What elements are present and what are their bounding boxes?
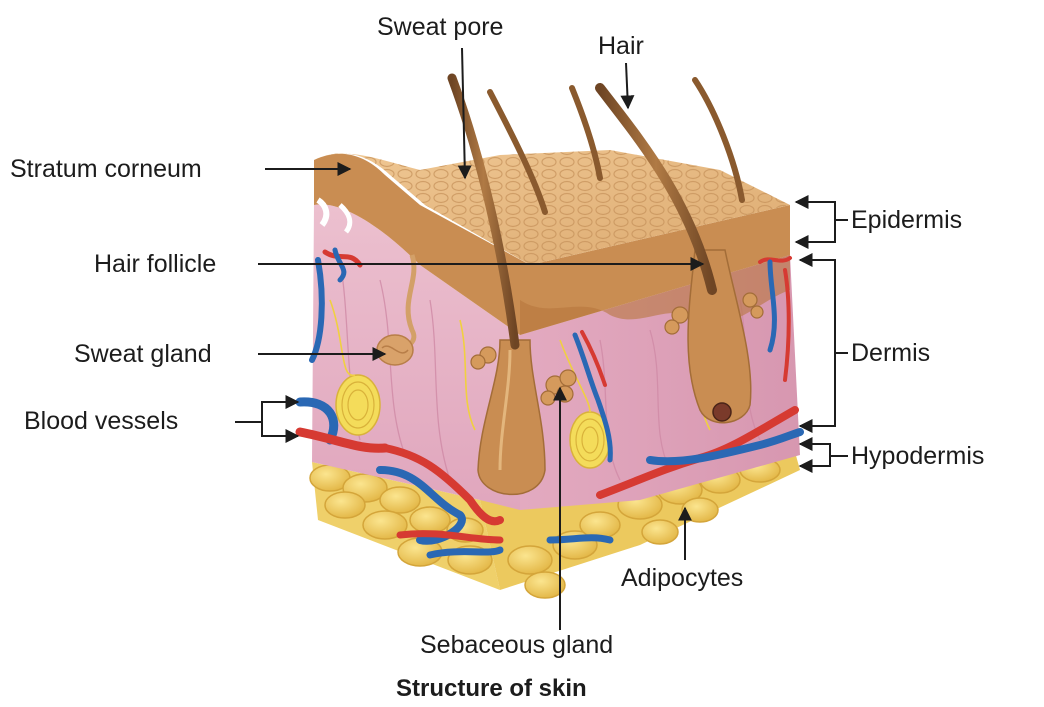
label-adipocytes: Adipocytes	[621, 566, 743, 591]
label-sweat-pore: Sweat pore	[377, 15, 503, 40]
label-blood-vessels: Blood vessels	[24, 409, 178, 434]
label-hair-follicle: Hair follicle	[94, 252, 216, 277]
diagram-caption: Structure of skin	[396, 677, 587, 701]
label-sebaceous-gland: Sebaceous gland	[420, 633, 613, 658]
label-stratum-corneum: Stratum corneum	[10, 157, 202, 182]
label-hypodermis: Hypodermis	[851, 444, 984, 469]
label-sweat-gland: Sweat gland	[74, 342, 212, 367]
label-hair: Hair	[598, 34, 644, 59]
label-dermis: Dermis	[851, 341, 930, 366]
label-epidermis: Epidermis	[851, 208, 962, 233]
